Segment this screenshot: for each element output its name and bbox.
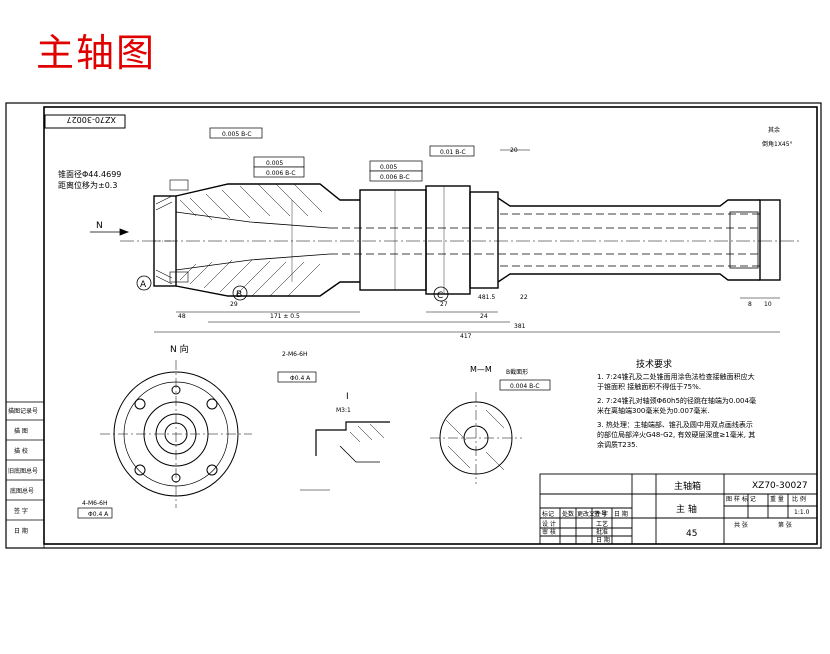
dim-d11: 10: [764, 301, 772, 308]
page-title: 主轴图: [36, 31, 157, 75]
m-section-label: M—M: [470, 365, 492, 374]
title-role-2: 工艺: [596, 520, 608, 528]
m-section: [430, 392, 522, 484]
datum-label-a: A: [136, 275, 152, 291]
title-block: [539, 473, 818, 545]
dim-d7: 24: [480, 313, 488, 320]
tol-frame-9: 0.004 B-C: [510, 383, 540, 390]
detail-i-scale: M3:1: [336, 407, 351, 414]
flange-detail: [155, 179, 189, 285]
n-view: [100, 360, 252, 508]
svg-text:A: A: [140, 280, 147, 290]
tol-frame-3: 0.006 B-C: [266, 170, 296, 177]
title-sheet-2: 第 张: [778, 521, 792, 529]
title-stage-3: 比 例: [792, 495, 806, 503]
title-drawing-no: XZ70-30027: [752, 481, 808, 491]
title-role-3: 审 核: [542, 528, 556, 536]
drawing-frame-inner: [43, 106, 818, 545]
tech-req-heading: 技术要求: [636, 358, 672, 370]
title-row-5: 日 期: [614, 510, 628, 518]
chamfer-note: 倒角1X45°: [762, 140, 793, 148]
tech-req-list: 1. 7:24锥孔及二处锥面用涂色法检查接触面积应大于锥面积 接触面积不得低于7…: [597, 372, 757, 450]
tol-frame-1: 0.005 B-C: [222, 131, 252, 138]
dim-d8: 481.5: [478, 294, 495, 301]
chamfer-note-rest: 其余: [768, 126, 780, 134]
strip-label-2: 描 图: [14, 427, 28, 435]
tol-frame-7: Φ0.4 A: [290, 375, 311, 382]
tech-req-item-1: 1. 7:24锥孔及二处锥面用涂色法检查接触面积应大于锥面积 接触面积不得低于7…: [597, 373, 755, 391]
note-cone-diameter: 锥面径Φ44.4699: [58, 169, 121, 179]
dim-d9: 22: [520, 294, 528, 301]
tol-frame-2: 0.005: [266, 160, 283, 167]
code-box-text: XZ70-30027: [67, 115, 116, 124]
dim-d1: 171 ± 0.5: [270, 313, 300, 320]
strip-label-3: 描 校: [14, 447, 28, 455]
title-stage-1: 图 样 标 记: [726, 495, 756, 503]
shaft-main-view: [120, 183, 800, 297]
tech-req-item-3: 3. 热处理：主轴端部、锥孔及圆中用双点画线表示的部位局部淬火G48-G2, 有…: [597, 421, 756, 449]
view-letter-n: N: [96, 221, 103, 231]
thread-note-2: 4-M6-6H: [82, 500, 107, 507]
dim-d3: 417: [460, 333, 472, 340]
svg-text:C: C: [437, 291, 443, 301]
title-role-5: 日 期: [596, 536, 610, 544]
title-stage-2: 重 量: [770, 495, 784, 503]
code-box: [44, 114, 126, 129]
title-row-4: 签 字: [594, 510, 608, 518]
tol-frame-8: Φ0.4 A: [88, 511, 109, 518]
drawing-frame-outer: [5, 102, 822, 549]
title-role-1: 设 计: [542, 520, 556, 528]
section-view-tag: B截面形: [506, 368, 528, 376]
datum-label-b: B: [232, 285, 248, 301]
strip-label-5: 底图总号: [10, 487, 34, 495]
dim-d12: 20: [510, 147, 518, 154]
dimension-lines: [154, 149, 780, 333]
strip-label-6: 签 字: [14, 507, 28, 515]
title-part-name: 主 轴: [676, 503, 697, 515]
strip-label-1: 描图记录号: [8, 407, 38, 415]
title-material: 45: [686, 529, 697, 539]
dim-d4: 48: [178, 313, 186, 320]
left-strip: [5, 401, 45, 549]
tech-req-item-2: 2. 7:24锥孔对轴颈Φ60h5的径跳在轴端为0.004毫米在离轴端300毫米…: [597, 397, 756, 415]
title-row-2: 处数: [562, 510, 574, 518]
detail-i-label: I: [346, 392, 349, 402]
svg-text:B: B: [236, 290, 242, 300]
dim-d10: 8: [748, 301, 752, 308]
view-arrow-n: [90, 228, 130, 236]
strip-label-7: 日 期: [14, 527, 28, 535]
title-role-4: 批准: [596, 528, 608, 536]
note-offset: 距离位移为±0.3: [58, 180, 117, 190]
tolerance-frames: [77, 127, 551, 519]
tol-frame-5: 0.006 B-C: [380, 174, 410, 181]
detail-i: [300, 421, 390, 491]
thread-note-1: 2-M6-6H: [282, 351, 307, 358]
n-view-label: N 向: [170, 343, 189, 355]
dim-d5: 29: [230, 301, 238, 308]
title-row-1: 标记: [542, 510, 554, 518]
title-drawing-name: 主轴箱: [674, 480, 701, 492]
datum-label-c: C: [433, 286, 449, 302]
title-row-3: 更改文件号: [577, 510, 607, 518]
tol-frame-4: 0.005: [380, 164, 397, 171]
title-sheet-1: 共 张: [734, 521, 748, 529]
strip-label-4: 旧底图总号: [8, 467, 38, 475]
dim-d6: 27: [440, 301, 448, 308]
tol-frame-6: 0.01 B-C: [440, 149, 466, 156]
title-scale: 1:1.0: [794, 509, 810, 516]
dim-d2: 381: [514, 323, 526, 330]
